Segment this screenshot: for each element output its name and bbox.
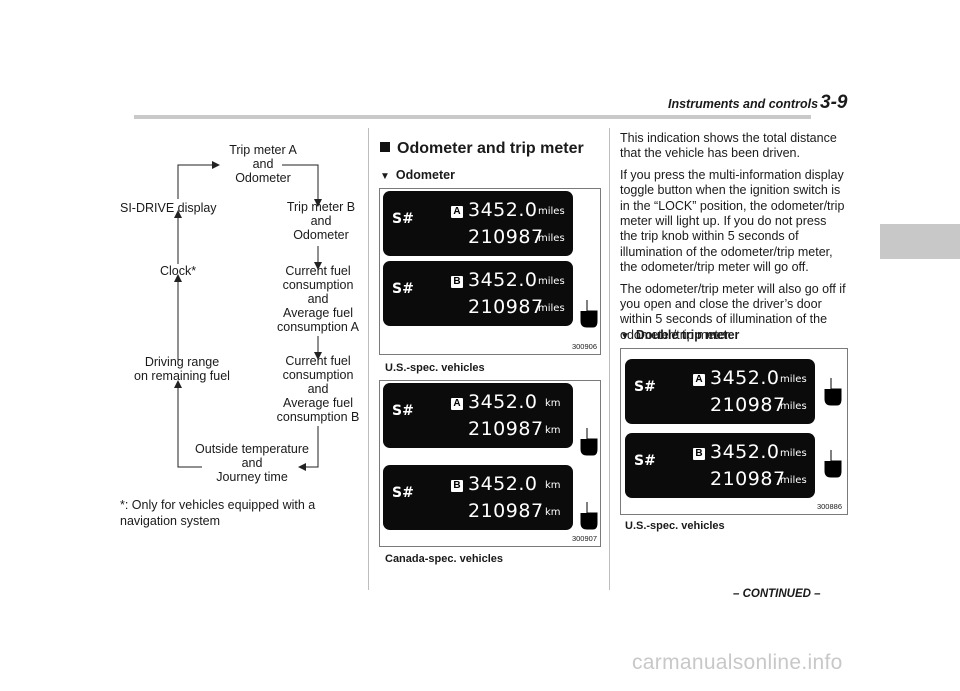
flow-si-drive: SI-DRIVE display [120,201,217,215]
diagram-footnote: *: Only for vehicles equipped with a nav… [120,498,316,528]
figure-number: 300907 [571,534,597,543]
paragraph-3: The odometer/trip meter will also go off… [620,281,846,342]
flow-driving-range: Driving range on remaining fuel [134,355,230,383]
trip-unit: km [545,398,561,409]
shift-indicator-icon: S# [392,403,414,419]
triangle-bullet-icon: ▼ [380,171,390,182]
section-heading-text: Odometer and trip meter [397,140,584,157]
odo-value: 210987 [710,468,786,490]
caption-double: U.S.-spec. vehicles [625,520,725,532]
odo-unit: miles [538,303,565,314]
subsection-double-trip: ▼ Double trip meter [620,328,739,342]
figure-us-odometer: S# A 3452.0 miles 210987 miles S# B 3452… [379,188,601,355]
trip-a-badge: A [451,398,463,410]
odo-unit: km [545,425,561,436]
heading-square-icon [380,142,390,152]
press-finger-icon [824,450,842,478]
running-header-title: Instruments and controls [668,97,819,111]
flow-outside-temp: Outside temperature and Journey time [195,442,309,484]
trip-unit: km [545,480,561,491]
flow-trip-a: Trip meter A and Odometer [229,143,297,185]
trip-b-badge: B [693,448,705,460]
figure-ca-odometer: S# A 3452.0 km 210987 km S# B 3452.0 km … [379,380,601,547]
trip-value: 3452.0 [710,367,780,389]
press-finger-icon [580,300,598,328]
subsection-odometer: ▼ Odometer [380,168,455,182]
column-divider-right [609,128,610,590]
column-divider-left [368,128,369,590]
press-finger-icon [824,378,842,406]
press-finger-icon [580,428,598,456]
flow-current-fuel-b: Current fuel consumption and Average fue… [276,354,360,424]
shift-indicator-icon: S# [634,453,656,469]
trip-value: 3452.0 [710,441,780,463]
continued-marker: – CONTINUED – [733,588,821,600]
shift-indicator-icon: S# [634,379,656,395]
trip-b-badge: B [451,276,463,288]
subsection-odometer-text: Odometer [395,168,455,182]
body-text: This indication shows the total distance… [620,131,846,349]
section-heading: Odometer and trip meter [380,140,584,158]
shift-indicator-icon: S# [392,281,414,297]
odo-value: 210987 [468,296,544,318]
trip-value: 3452.0 [468,199,538,221]
trip-b-badge: B [451,480,463,492]
trip-value: 3452.0 [468,391,538,413]
lcd-trip-a: S# A 3452.0 miles 210987 miles [625,359,815,424]
lcd-trip-b: S# B 3452.0 km 210987 km [383,465,573,530]
trip-unit: miles [780,374,807,385]
chapter-thumb-tab [880,224,960,259]
lcd-trip-a: S# A 3452.0 km 210987 km [383,383,573,448]
header-rule [134,115,811,119]
lcd-trip-b: S# B 3452.0 miles 210987 miles [383,261,573,326]
odo-unit: km [545,507,561,518]
odo-value: 210987 [468,226,544,248]
caption-ca: Canada-spec. vehicles [385,553,504,565]
paragraph-1: This indication shows the total distance… [620,131,837,161]
trip-unit: miles [780,448,807,459]
caption-us: U.S.-spec. vehicles [385,362,485,374]
figure-double-trip: S# A 3452.0 miles 210987 miles S# B 3452… [620,348,848,515]
shift-indicator-icon: S# [392,211,414,227]
odo-value: 210987 [710,394,786,416]
site-watermark: carmanualsonline.info [632,651,843,674]
trip-a-badge: A [451,206,463,218]
subsection-double-trip-text: Double trip meter [635,328,740,342]
diagram-arrows [174,161,322,471]
trip-value: 3452.0 [468,269,538,291]
odo-value: 210987 [468,418,544,440]
trip-value: 3452.0 [468,473,538,495]
lcd-trip-a: S# A 3452.0 miles 210987 miles [383,191,573,256]
lcd-trip-b: S# B 3452.0 miles 210987 miles [625,433,815,498]
odo-unit: miles [780,475,807,486]
odo-unit: miles [538,233,565,244]
trip-a-badge: A [693,374,705,386]
figure-number: 300906 [571,342,597,351]
flow-trip-b: Trip meter B and Odometer [286,200,356,242]
odo-unit: miles [780,401,807,412]
display-cycle-diagram: Trip meter A and Odometer SI-DRIVE displ… [120,140,370,500]
flow-clock: Clock* [159,264,197,278]
paragraph-2: If you press the multi-information displ… [620,167,845,275]
page-number: 3-9 [820,92,848,113]
trip-unit: miles [538,206,565,217]
press-finger-icon [580,502,598,530]
figure-number: 300886 [816,502,842,511]
flow-current-fuel-a: Current fuel consumption and Average fue… [277,264,359,334]
odo-value: 210987 [468,500,544,522]
triangle-bullet-icon: ▼ [620,331,630,342]
shift-indicator-icon: S# [392,485,414,501]
trip-unit: miles [538,276,565,287]
